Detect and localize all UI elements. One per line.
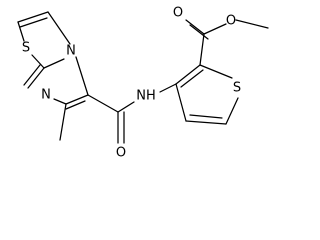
- chemical-structure-diagram: S N N NH O S O O: [17, 6, 269, 161]
- ester-carbonyl-oxygen-label: O: [173, 6, 183, 21]
- amide-nh-label: NH: [136, 89, 156, 104]
- methyl-ester: [185, 19, 269, 66]
- thiazole-sulfur-label: S: [22, 41, 30, 56]
- imidazole-ring: [23, 56, 89, 110]
- thiazole-ring: [17, 11, 71, 69]
- imidazole-nitrogen-label: N: [41, 88, 51, 103]
- bridgehead-nitrogen-label: N: [66, 44, 76, 59]
- amide-oxygen-label: O: [116, 146, 126, 161]
- amide-linkage: [87, 94, 135, 144]
- thiophene-ring: [159, 64, 239, 125]
- methyl-bond: [59, 103, 67, 141]
- thiophene-sulfur-label: S: [233, 81, 241, 96]
- ester-methoxy-oxygen-label: O: [226, 14, 236, 29]
